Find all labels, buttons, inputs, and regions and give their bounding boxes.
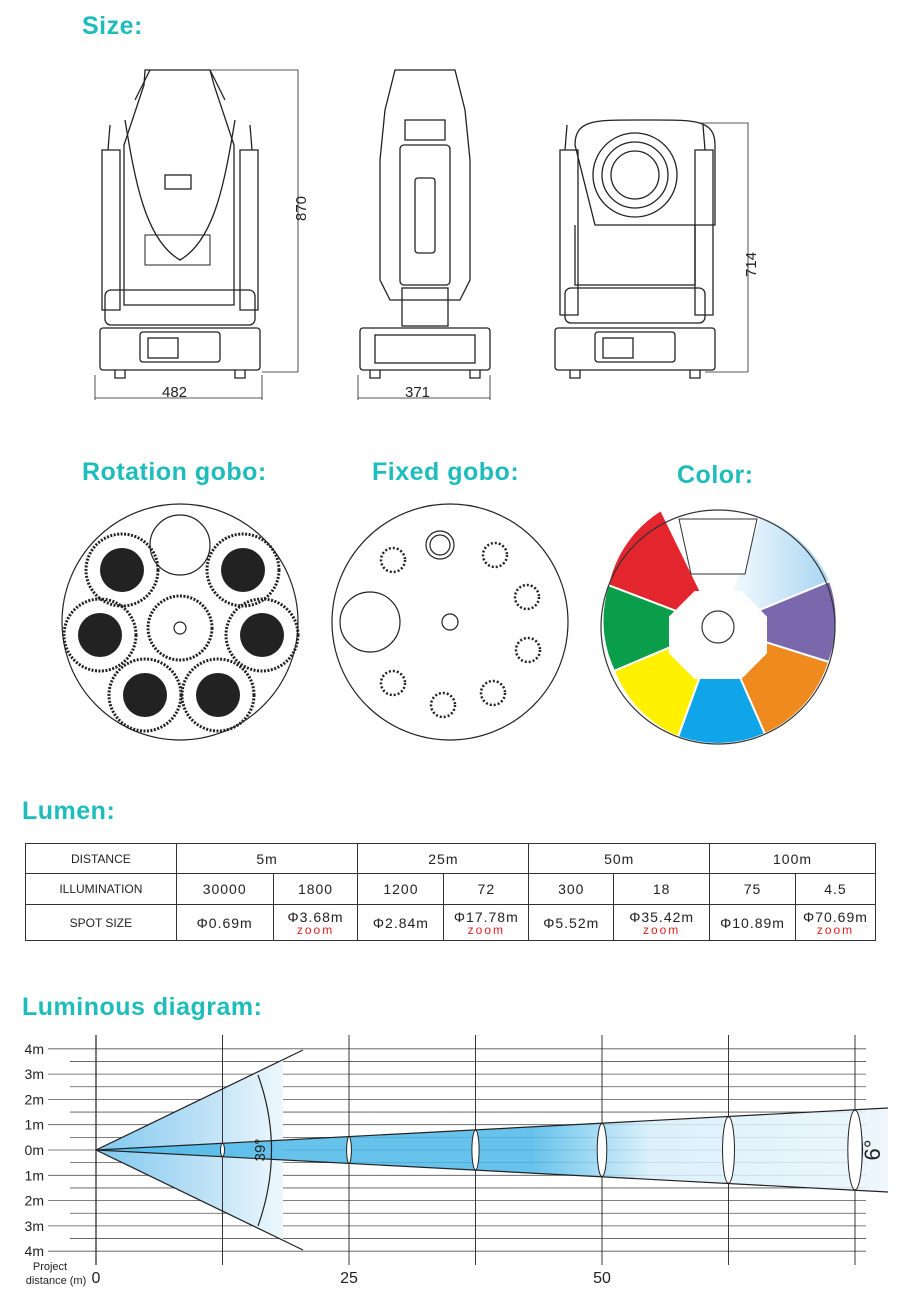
row-label: SPOT SIZE — [25, 904, 177, 941]
y-tick-label: 3m — [25, 1218, 44, 1234]
cell: 25m — [357, 843, 530, 874]
cell: 1200 — [357, 873, 445, 905]
beam-cross-section — [220, 1142, 225, 1158]
narrow-beam-edges — [95, 1107, 889, 1193]
beam-cross-section — [596, 1122, 608, 1178]
y-tick-label: 2m — [25, 1193, 44, 1209]
side-view-drawing — [359, 69, 491, 379]
y-tick-label: 1m — [25, 1117, 44, 1133]
luminous-diagram: 39° 6° 4m 3m 2m 1m 0m 1m 2m 3m 4m Project distan… — [25, 1035, 889, 1287]
y-tick-label: 4m — [25, 1041, 44, 1057]
cell: 5m — [175, 843, 359, 874]
cell: 75 — [709, 873, 796, 905]
zoom-note: zoom — [467, 923, 505, 937]
size-heading: Size: — [82, 12, 143, 40]
spot-value: Φ3.68m — [287, 909, 344, 925]
wheels — [61, 503, 838, 745]
spot-value: Φ0.69m — [196, 914, 253, 931]
x-tick-label: 25 — [340, 1270, 358, 1287]
cell: Φ2.84m — [357, 904, 445, 941]
x-axis-title-line1: Project — [33, 1261, 67, 1273]
rotation-gobo-heading: Rotation gobo: — [82, 458, 267, 486]
cell: 300 — [528, 873, 615, 905]
cell: 50m — [528, 843, 711, 874]
back-view-drawing — [554, 119, 716, 379]
fixed-gobo-heading: Fixed gobo: — [372, 458, 520, 486]
fixed-gobo-wheel — [331, 503, 569, 741]
y-tick-label: 1m — [25, 1167, 44, 1183]
x-tick-label: 50 — [593, 1270, 611, 1287]
cell: Φ10.89m — [709, 904, 796, 941]
spot-value: Φ2.84m — [372, 914, 429, 931]
row-label: DISTANCE — [25, 843, 177, 874]
wide-beam-edges — [95, 1049, 304, 1251]
front-dimension-lines — [94, 69, 299, 400]
x-tick-label: 0 — [92, 1270, 101, 1287]
table-row-distance: DISTANCE 5m 25m 50m 100m — [25, 843, 876, 874]
cell: 18 — [613, 873, 711, 905]
lumen-table: DISTANCE 5m 25m 50m 100m ILLUMINATION 30… — [25, 843, 877, 941]
wide-angle-label: 39° — [252, 1139, 269, 1162]
y-tick-label: 2m — [25, 1091, 44, 1107]
wide-beam-arc — [257, 1074, 273, 1227]
y-tick-label: 4m — [25, 1243, 44, 1259]
width-dimension-side: 371 — [405, 384, 431, 401]
color-heading: Color: — [677, 461, 754, 489]
spot-value: Φ35.42m — [629, 909, 695, 925]
beam-cross-section — [722, 1116, 735, 1184]
fixture-drawings — [94, 69, 749, 400]
side-dimension-lines — [357, 375, 491, 400]
narrow-angle-label: 6° — [860, 1139, 885, 1160]
x-axis-title: distance (m) — [26, 1275, 87, 1287]
front-view-drawing — [99, 69, 261, 379]
cell: 1800 — [272, 873, 359, 905]
beam-cross-section — [346, 1136, 352, 1164]
spot-value: Φ5.52m — [543, 914, 600, 931]
cell: 4.5 — [794, 873, 877, 905]
height-dimension-front: 870 — [293, 195, 311, 222]
cell: 100m — [709, 843, 876, 874]
cell: Φ0.69m — [175, 904, 274, 941]
zoom-note: zoom — [816, 923, 855, 937]
cell: 72 — [443, 873, 530, 905]
row-label: ILLUMINATION — [25, 873, 177, 905]
narrow-beam-fill — [96, 1108, 888, 1192]
cell: 30000 — [175, 873, 274, 905]
zoom-note: zoom — [642, 923, 681, 937]
rotation-gobo-wheel — [61, 503, 300, 741]
width-dimension-front: 482 — [162, 384, 188, 401]
y-tick-label: 3m — [25, 1066, 44, 1082]
lumen-heading: Lumen: — [22, 797, 116, 825]
zoom-note: zoom — [296, 923, 335, 937]
spot-value: Φ70.69m — [803, 909, 868, 925]
cell: Φ5.52m — [528, 904, 615, 941]
height-dimension-back: 714 — [743, 251, 761, 278]
y-tick-label: 0m — [25, 1142, 44, 1158]
luminous-diagram-heading: Luminous diagram: — [22, 993, 263, 1021]
spot-value: Φ17.78m — [453, 909, 519, 925]
table-row-illumination: ILLUMINATION 30000 1800 1200 72 300 18 7… — [25, 873, 877, 905]
color-wheel — [600, 508, 838, 745]
beam-cross-section — [847, 1109, 863, 1191]
beam-cross-section — [471, 1129, 480, 1171]
spot-value: Φ10.89m — [720, 914, 785, 931]
back-dimension-lines — [700, 122, 749, 373]
